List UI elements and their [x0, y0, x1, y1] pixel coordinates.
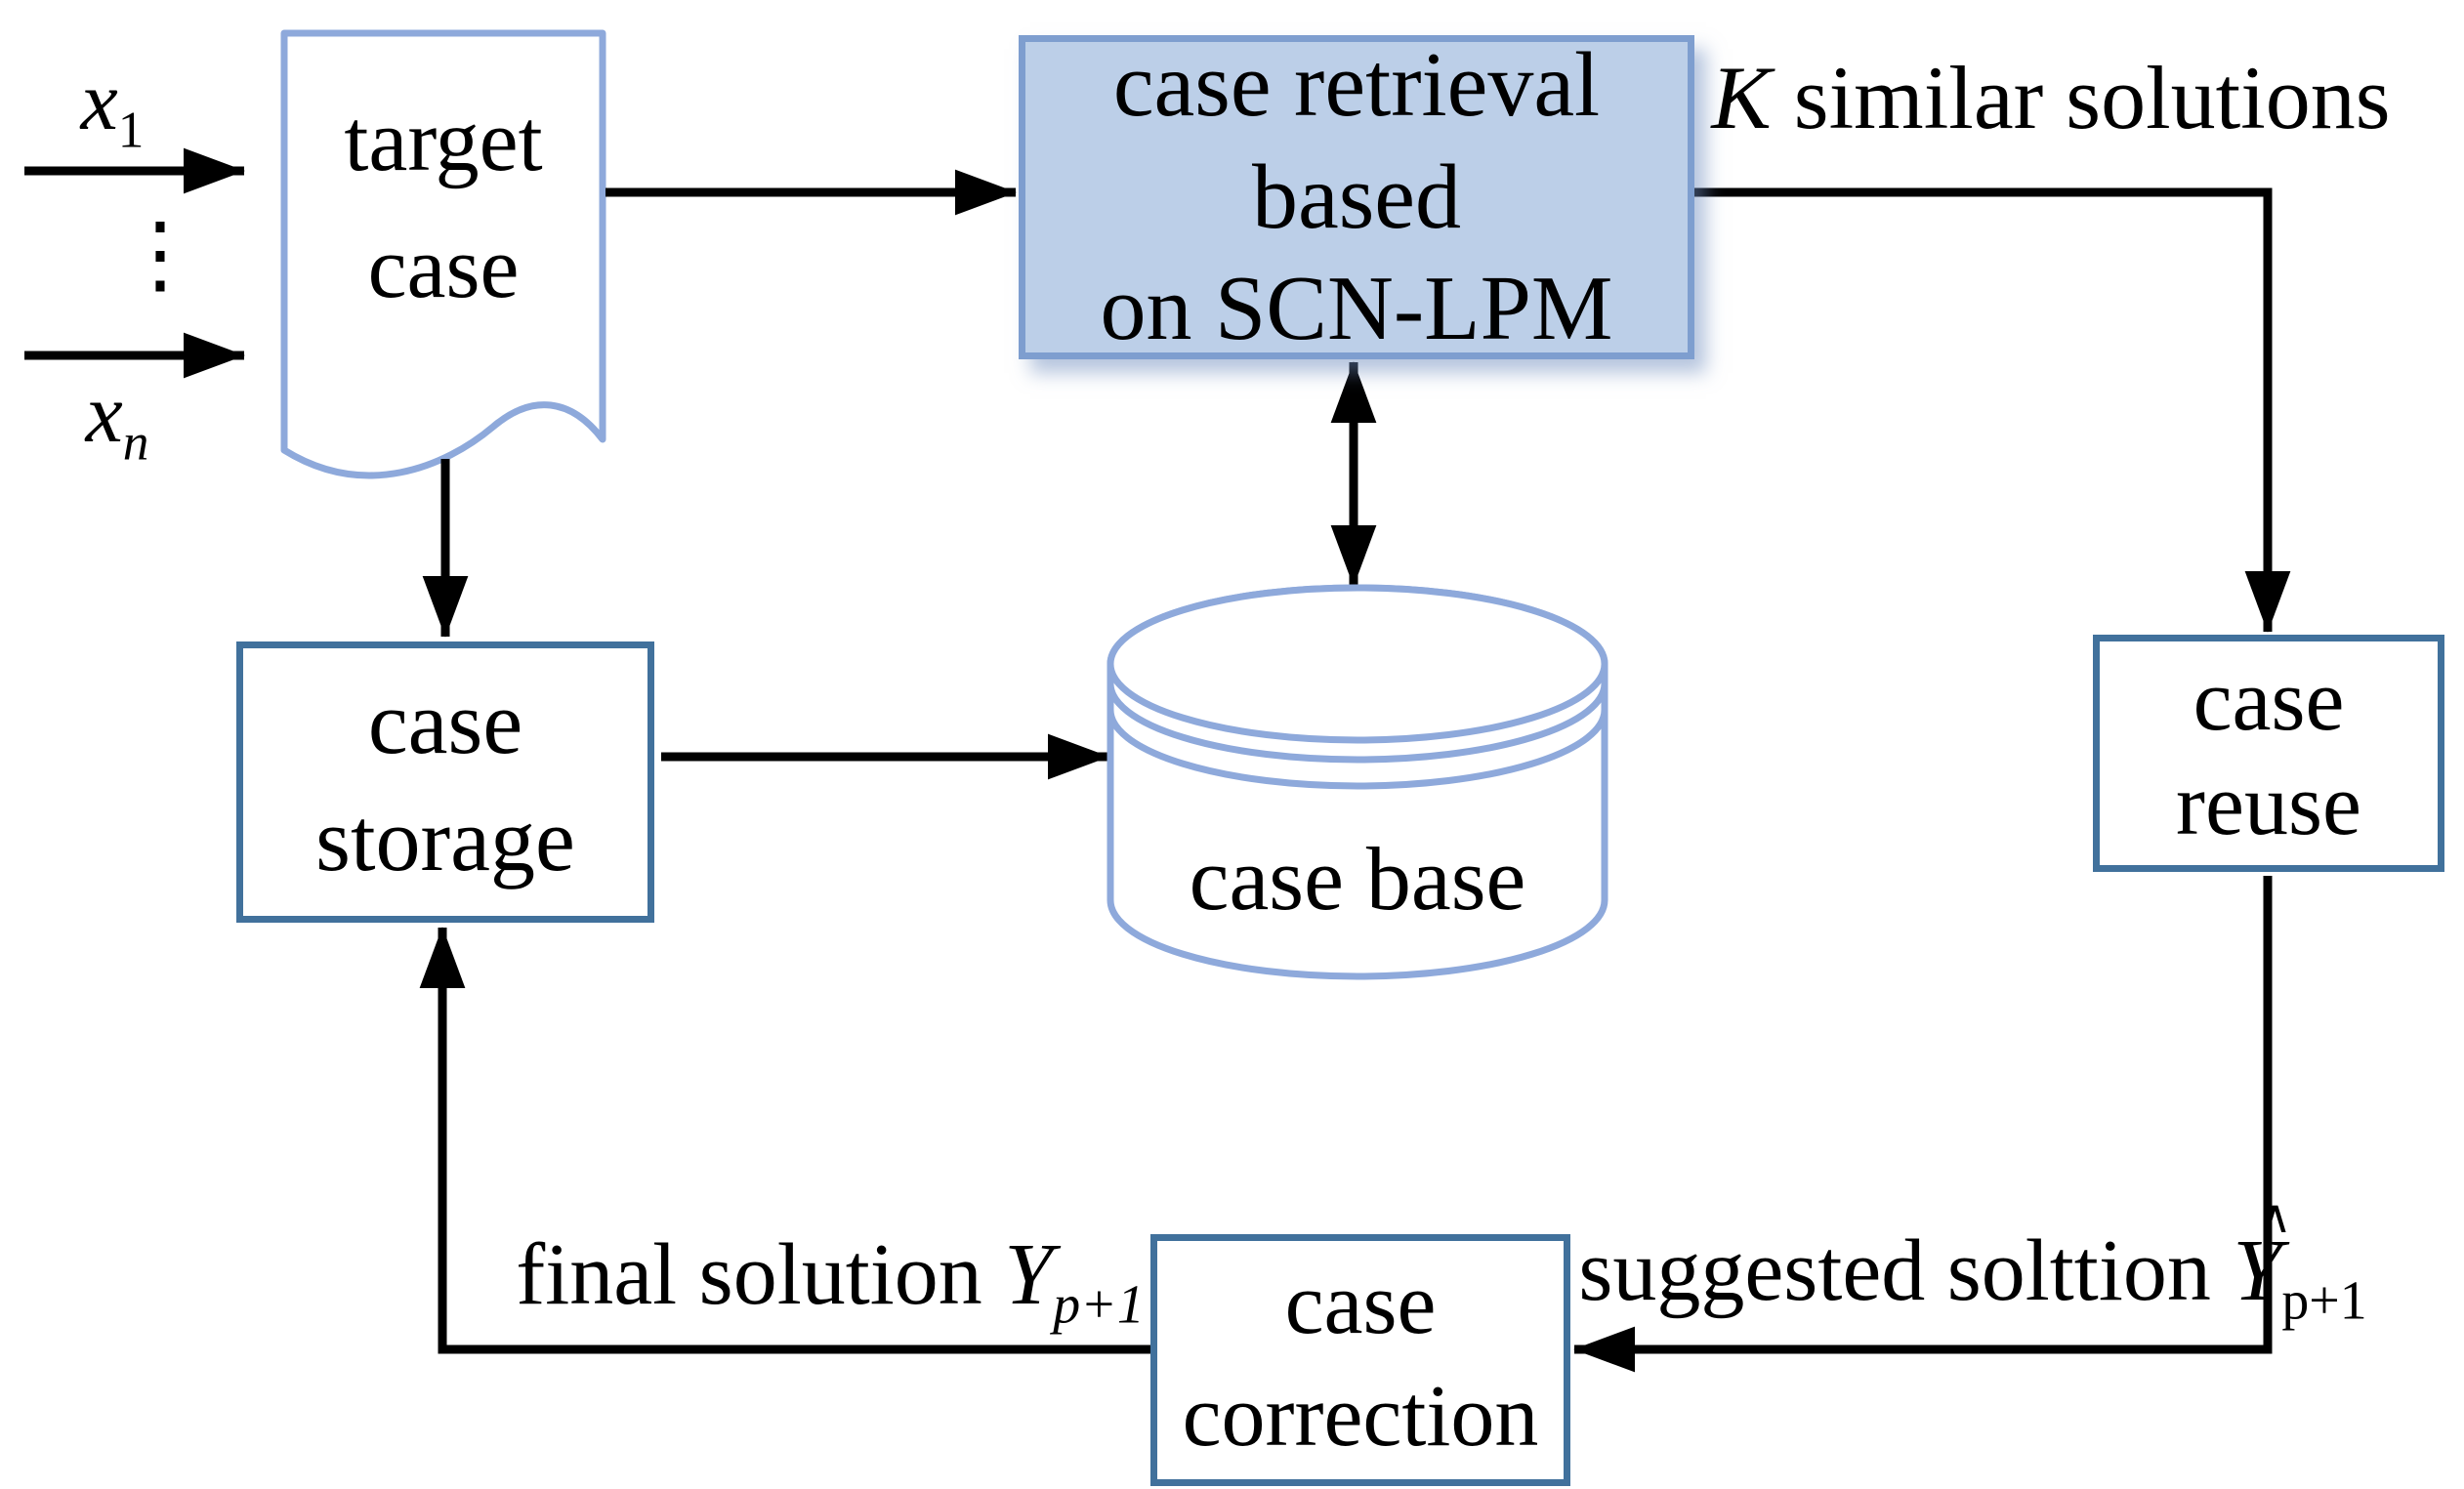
final-solution-subscript: p+1 [1053, 1274, 1145, 1336]
arrow-correction-to-storage-final [419, 927, 1150, 1354]
target-case-node: target case [284, 68, 603, 342]
input-ellipsis-dots: ⋮ [117, 208, 203, 303]
hat-accent: ∧ [2258, 1191, 2292, 1243]
case-correction-line2: correction [1182, 1368, 1539, 1465]
xn-variable: x [85, 366, 123, 460]
case-correction-node: case correction [1150, 1234, 1570, 1486]
case-correction-line1: case [1284, 1255, 1437, 1352]
suggested-solution-variable: Y [2233, 1222, 2282, 1319]
suggested-solution-subscript: p+1 [2281, 1270, 2367, 1332]
case-retrieval-line2: on SCN-LPM [1100, 258, 1613, 360]
target-case-document-shape [280, 29, 606, 479]
case-reuse-line1: case [2193, 652, 2345, 750]
suggested-solution-text: suggested solttion [1578, 1222, 2234, 1319]
xn-subscript: n [122, 412, 149, 472]
arrow-reuse-to-correction-suggested [1573, 876, 2273, 1373]
case-storage-node: case storage [236, 641, 654, 923]
case-base-label: case base [1189, 829, 1526, 929]
suggested-solution-variable-with-hat: ∧Y [2233, 1192, 2291, 1324]
target-case-line2: case [367, 220, 520, 316]
edge-label-suggested-solution: suggested solttion ∧Yp+1 [1577, 1192, 2368, 1334]
arrow-retrieval-to-reuse-k-similar [1694, 187, 2291, 633]
x1-subscript: 1 [117, 100, 145, 159]
x1-variable: x [80, 54, 118, 147]
final-solution-text: final solution [516, 1226, 1005, 1323]
k-similar-text: similar solutions [1771, 48, 2391, 147]
input-label-xn: xn [34, 363, 200, 475]
edge-label-final-solution: final solution Yp+1 [488, 1222, 1172, 1338]
case-base-cylinder-shape [1107, 584, 1608, 980]
target-case-line1: target [344, 92, 543, 189]
case-reuse-line2: reuse [2176, 756, 2361, 853]
case-reuse-node: case reuse [2093, 635, 2444, 872]
case-storage-line2: storage [315, 790, 575, 889]
case-storage-line1: case [367, 673, 523, 773]
input-label-x1: x1 [34, 51, 190, 162]
edge-label-k-similar-solutions: K similar solutions [1709, 44, 2393, 151]
final-solution-variable: Y [1004, 1226, 1054, 1323]
k-variable: K [1711, 48, 1772, 147]
case-retrieval-node: case retrieval based on SCN-LPM [1019, 34, 1694, 359]
case-retrieval-line1: case retrieval based [1112, 34, 1601, 248]
